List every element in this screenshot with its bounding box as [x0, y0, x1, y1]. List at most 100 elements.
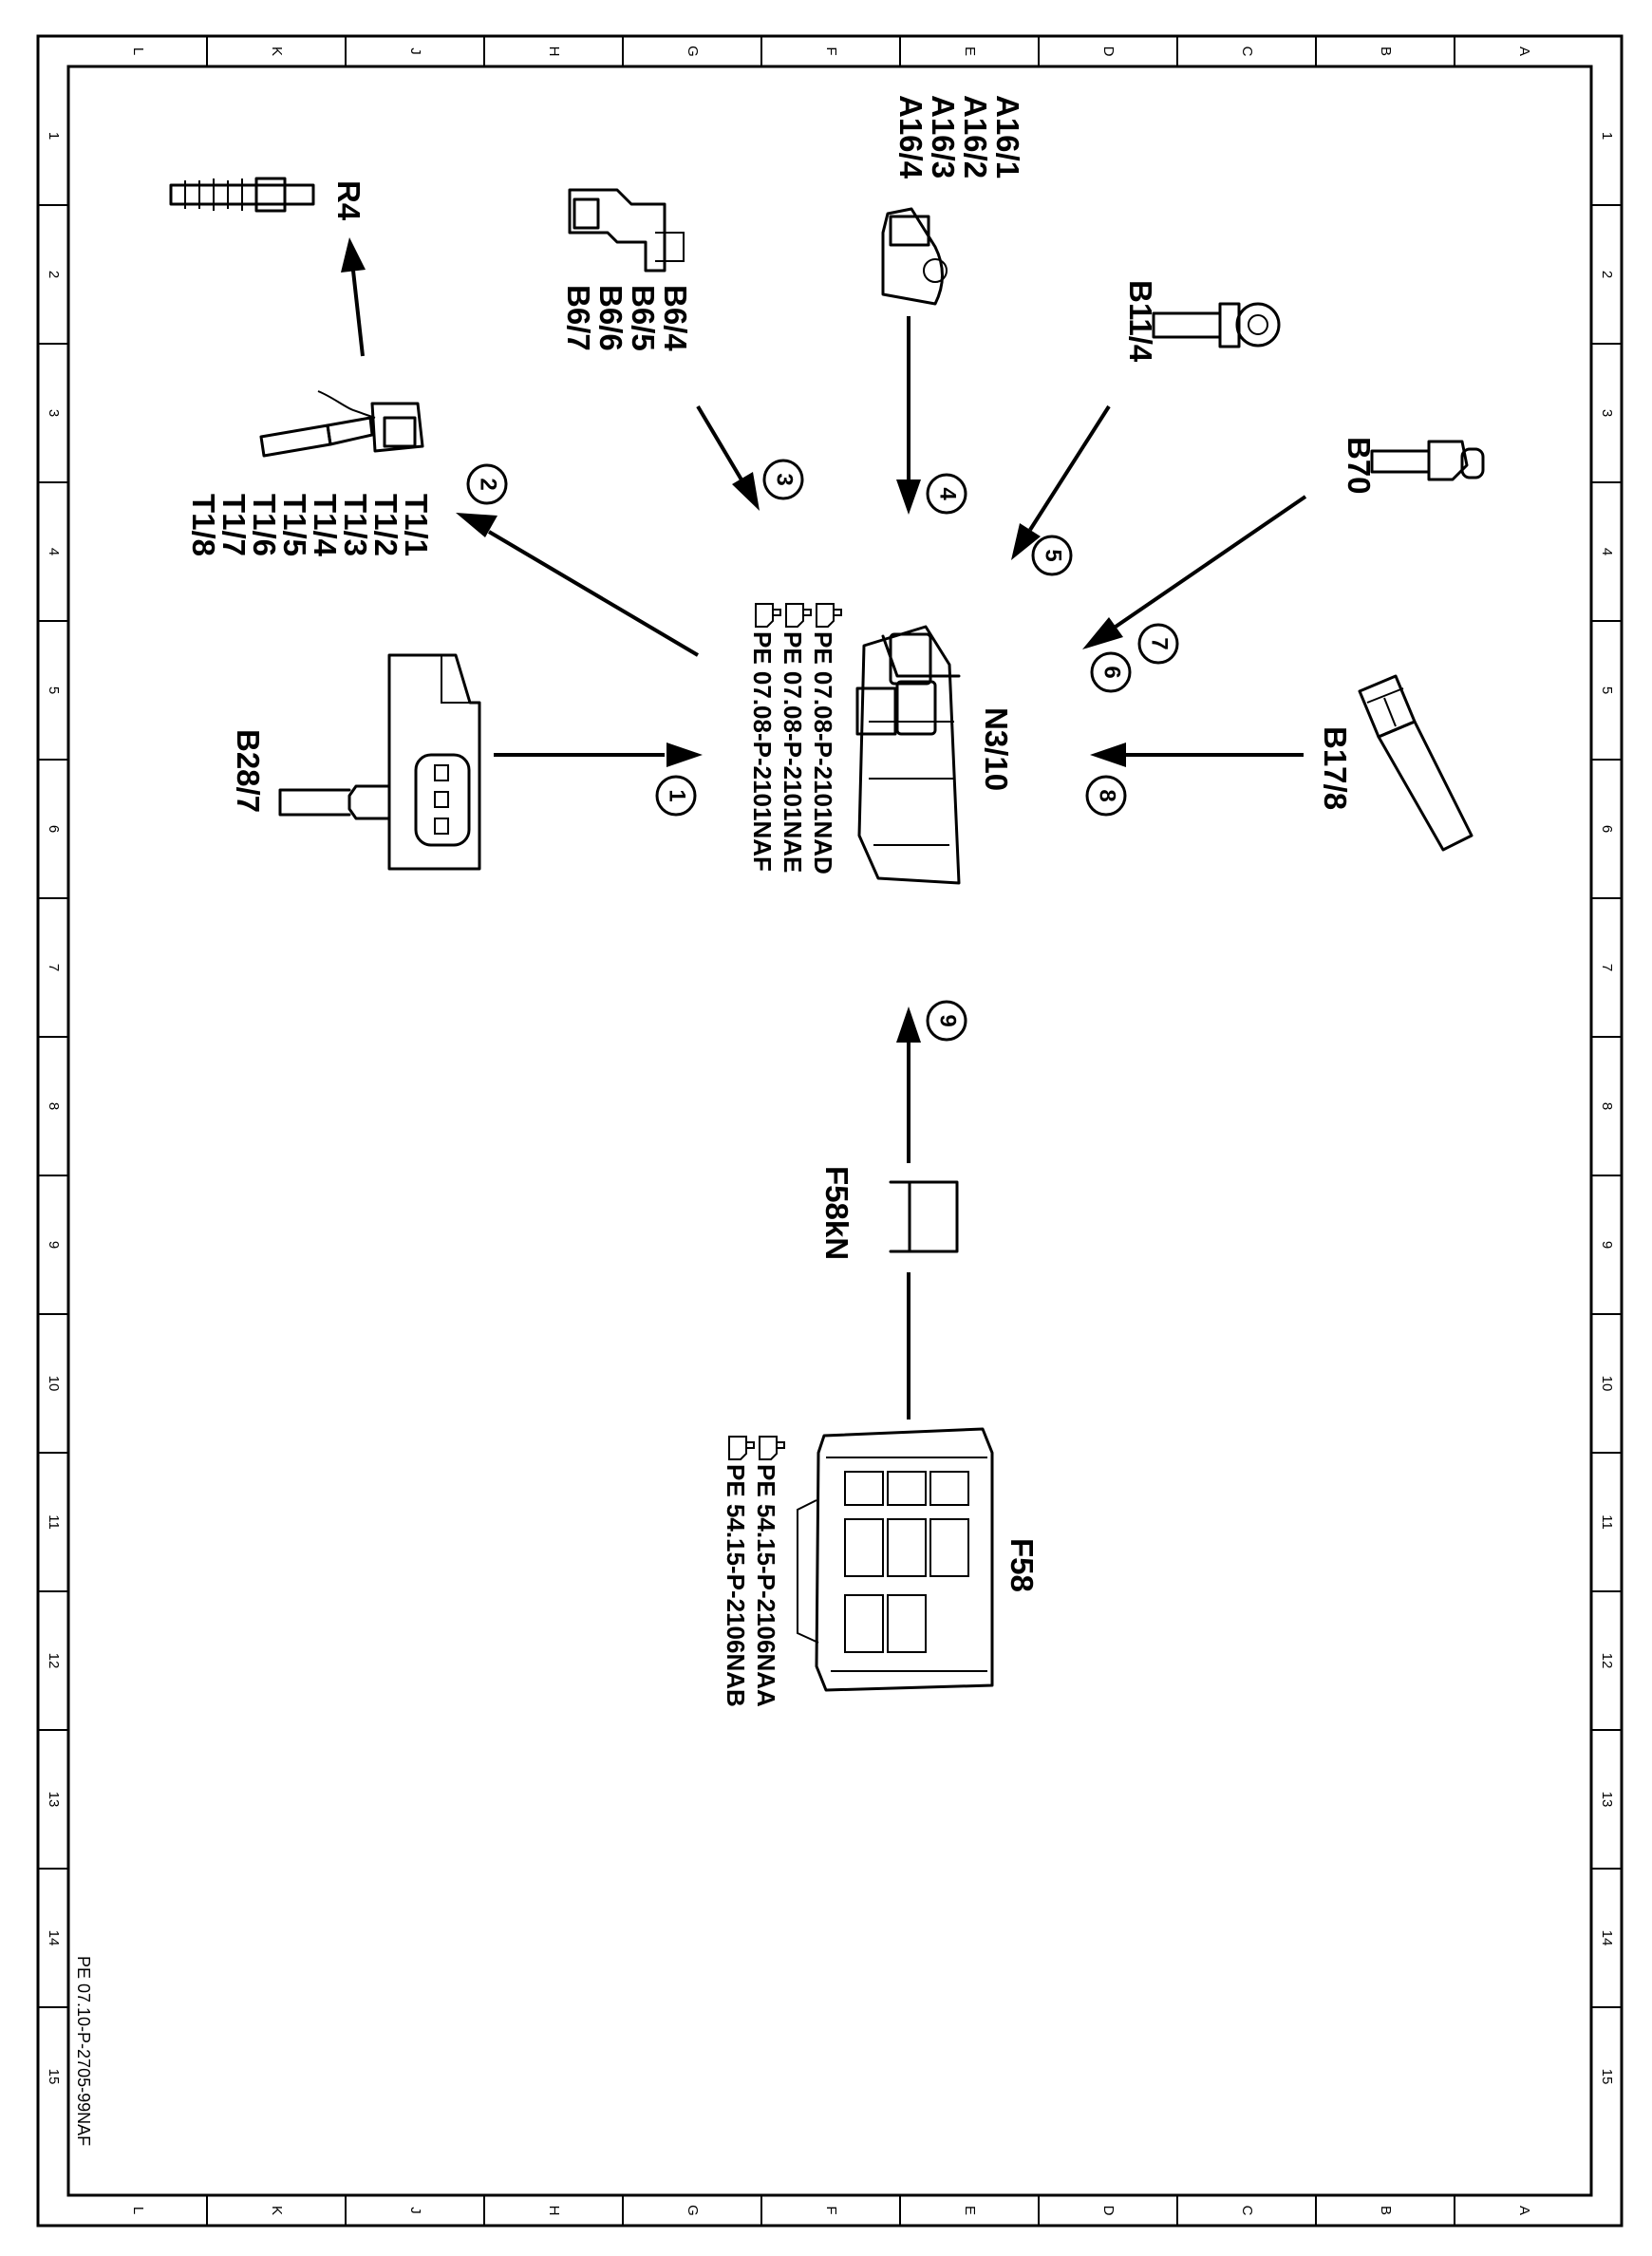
row-numbers-right: 1 2 3 4 5 6 7 8 9 10 11 12 13 14 15 — [1599, 132, 1615, 2085]
control-unit-n3-10: N3/10 PE 07.08-P-2101NAD PE 07.08-P-2101… — [748, 603, 1014, 885]
svg-text:2: 2 — [476, 478, 501, 490]
row-number: 9 — [46, 1241, 62, 1249]
row-number: 13 — [46, 1792, 62, 1808]
t1-drawing — [259, 390, 424, 458]
row-number: 7 — [46, 964, 62, 971]
column-letter: D — [1100, 2206, 1117, 2216]
component-b6: B6/4 B6/5 B6/6 B6/7 — [561, 188, 693, 351]
row-number: 3 — [46, 409, 62, 417]
column-letter: L — [130, 2207, 146, 2214]
t1-label: T1/5 — [277, 494, 312, 556]
r4-label: R4 — [331, 180, 366, 221]
column-letter: C — [1239, 47, 1255, 57]
fuse-box-f58: F58 PE 54.15-P-2106NAA PE 54.15-P-2106NA… — [722, 1427, 1040, 1707]
b11-drawing — [1152, 302, 1281, 348]
a16-label: A16/1 — [990, 95, 1025, 179]
callout-4: 4 — [926, 473, 967, 515]
control-unit-ref: PE 07.08-P-2101NAE — [779, 631, 807, 873]
row-number: 15 — [46, 2069, 62, 2085]
fuse-box-label: F58 — [1004, 1538, 1040, 1592]
b17-drawing — [1358, 674, 1474, 852]
row-number: 1 — [1599, 132, 1615, 140]
row-number: 10 — [46, 1376, 62, 1392]
component-b11-4: B11/4 — [1123, 280, 1281, 363]
arrow-head — [456, 513, 497, 537]
connector-label: F58kN — [819, 1166, 854, 1260]
t1-label: T1/8 — [186, 494, 221, 556]
b28-drawing — [278, 653, 481, 871]
callout-9: 9 — [926, 1000, 967, 1042]
document-reference: PE 07.10-P-2705-99NAF — [74, 1956, 93, 2146]
row-numbers-left: 1 2 3 4 5 6 7 8 9 10 11 12 13 14 15 — [46, 132, 62, 2085]
callout-2: 2 — [466, 463, 508, 505]
column-letter: G — [685, 2205, 701, 2216]
row-number: 8 — [1599, 1102, 1615, 1110]
svg-text:6: 6 — [1099, 666, 1125, 678]
row-number: 1 — [46, 132, 62, 140]
svg-text:5: 5 — [1041, 549, 1066, 561]
t1-label: T1/7 — [216, 494, 252, 556]
component-b17-8: B17/8 — [1318, 674, 1474, 852]
connector-f58kn: F58kN — [819, 1166, 959, 1260]
column-letter: F — [823, 47, 839, 55]
row-number: 5 — [1599, 686, 1615, 694]
column-letter: H — [546, 47, 562, 57]
callout-1: 1 — [655, 775, 697, 817]
a16-label: A16/2 — [958, 95, 993, 179]
arrow-head — [341, 237, 366, 273]
row-number: 5 — [46, 686, 62, 694]
row-number: 14 — [1599, 1930, 1615, 1946]
column-letter: B — [1378, 47, 1394, 56]
pointing-hand-icon — [759, 1436, 785, 1460]
column-ticks — [206, 36, 1455, 2226]
control-unit-drawing — [855, 625, 961, 885]
row-number: 2 — [46, 271, 62, 278]
column-letter: G — [685, 46, 701, 57]
row-number: 2 — [1599, 271, 1615, 278]
b6-label: B6/4 — [658, 285, 693, 351]
column-letter: J — [407, 2207, 423, 2214]
component-b28-7: B28/7 — [231, 653, 481, 871]
component-b70: B70 — [1342, 437, 1485, 495]
b28-label: B28/7 — [231, 729, 266, 813]
b70-label: B70 — [1342, 437, 1377, 495]
fuse-box-drawing — [797, 1427, 994, 1692]
row-number: 4 — [1599, 548, 1615, 555]
column-letter: K — [269, 47, 285, 56]
b6-label: B6/5 — [626, 285, 661, 351]
row-number: 8 — [46, 1102, 62, 1110]
arrow-head — [896, 479, 921, 515]
column-letter: A — [1516, 2206, 1532, 2215]
t1-label: T1/1 — [399, 494, 434, 556]
arrow-head — [666, 743, 703, 767]
row-number: 10 — [1599, 1376, 1615, 1392]
arrow-head — [896, 1006, 921, 1043]
arrows — [341, 237, 1307, 1419]
row-number: 6 — [1599, 825, 1615, 833]
column-letter: J — [407, 47, 423, 55]
column-letter: F — [823, 2206, 839, 2214]
row-number: 15 — [1599, 2069, 1615, 2085]
column-letter: C — [1239, 2206, 1255, 2216]
component-t1: T1/1 T1/2 T1/3 T1/4 T1/5 T1/6 T1/7 T1/8 — [186, 390, 434, 557]
pointing-hand-icon — [816, 603, 842, 628]
row-number: 12 — [1599, 1653, 1615, 1669]
svg-text:9: 9 — [935, 1014, 961, 1026]
column-letters-top: L K J H G F E D C B A — [130, 46, 1532, 57]
b6-label: B6/6 — [593, 285, 629, 351]
t1-label: T1/3 — [338, 494, 373, 556]
svg-text:1: 1 — [665, 789, 690, 801]
a16-label: A16/3 — [926, 95, 961, 179]
row-number: 11 — [1599, 1514, 1615, 1530]
svg-text:4: 4 — [935, 487, 961, 500]
component-a16: A16/1 A16/2 A16/3 A16/4 — [881, 95, 1025, 306]
row-number: 7 — [1599, 964, 1615, 971]
component-r4: R4 — [169, 177, 366, 221]
b11-label: B11/4 — [1123, 280, 1158, 363]
a16-label: A16/4 — [893, 95, 929, 179]
column-letter: K — [269, 2206, 285, 2215]
row-number: 9 — [1599, 1241, 1615, 1249]
r4-drawing — [169, 177, 315, 213]
callout-6: 6 — [1090, 651, 1132, 693]
arrow-head — [1011, 523, 1041, 560]
